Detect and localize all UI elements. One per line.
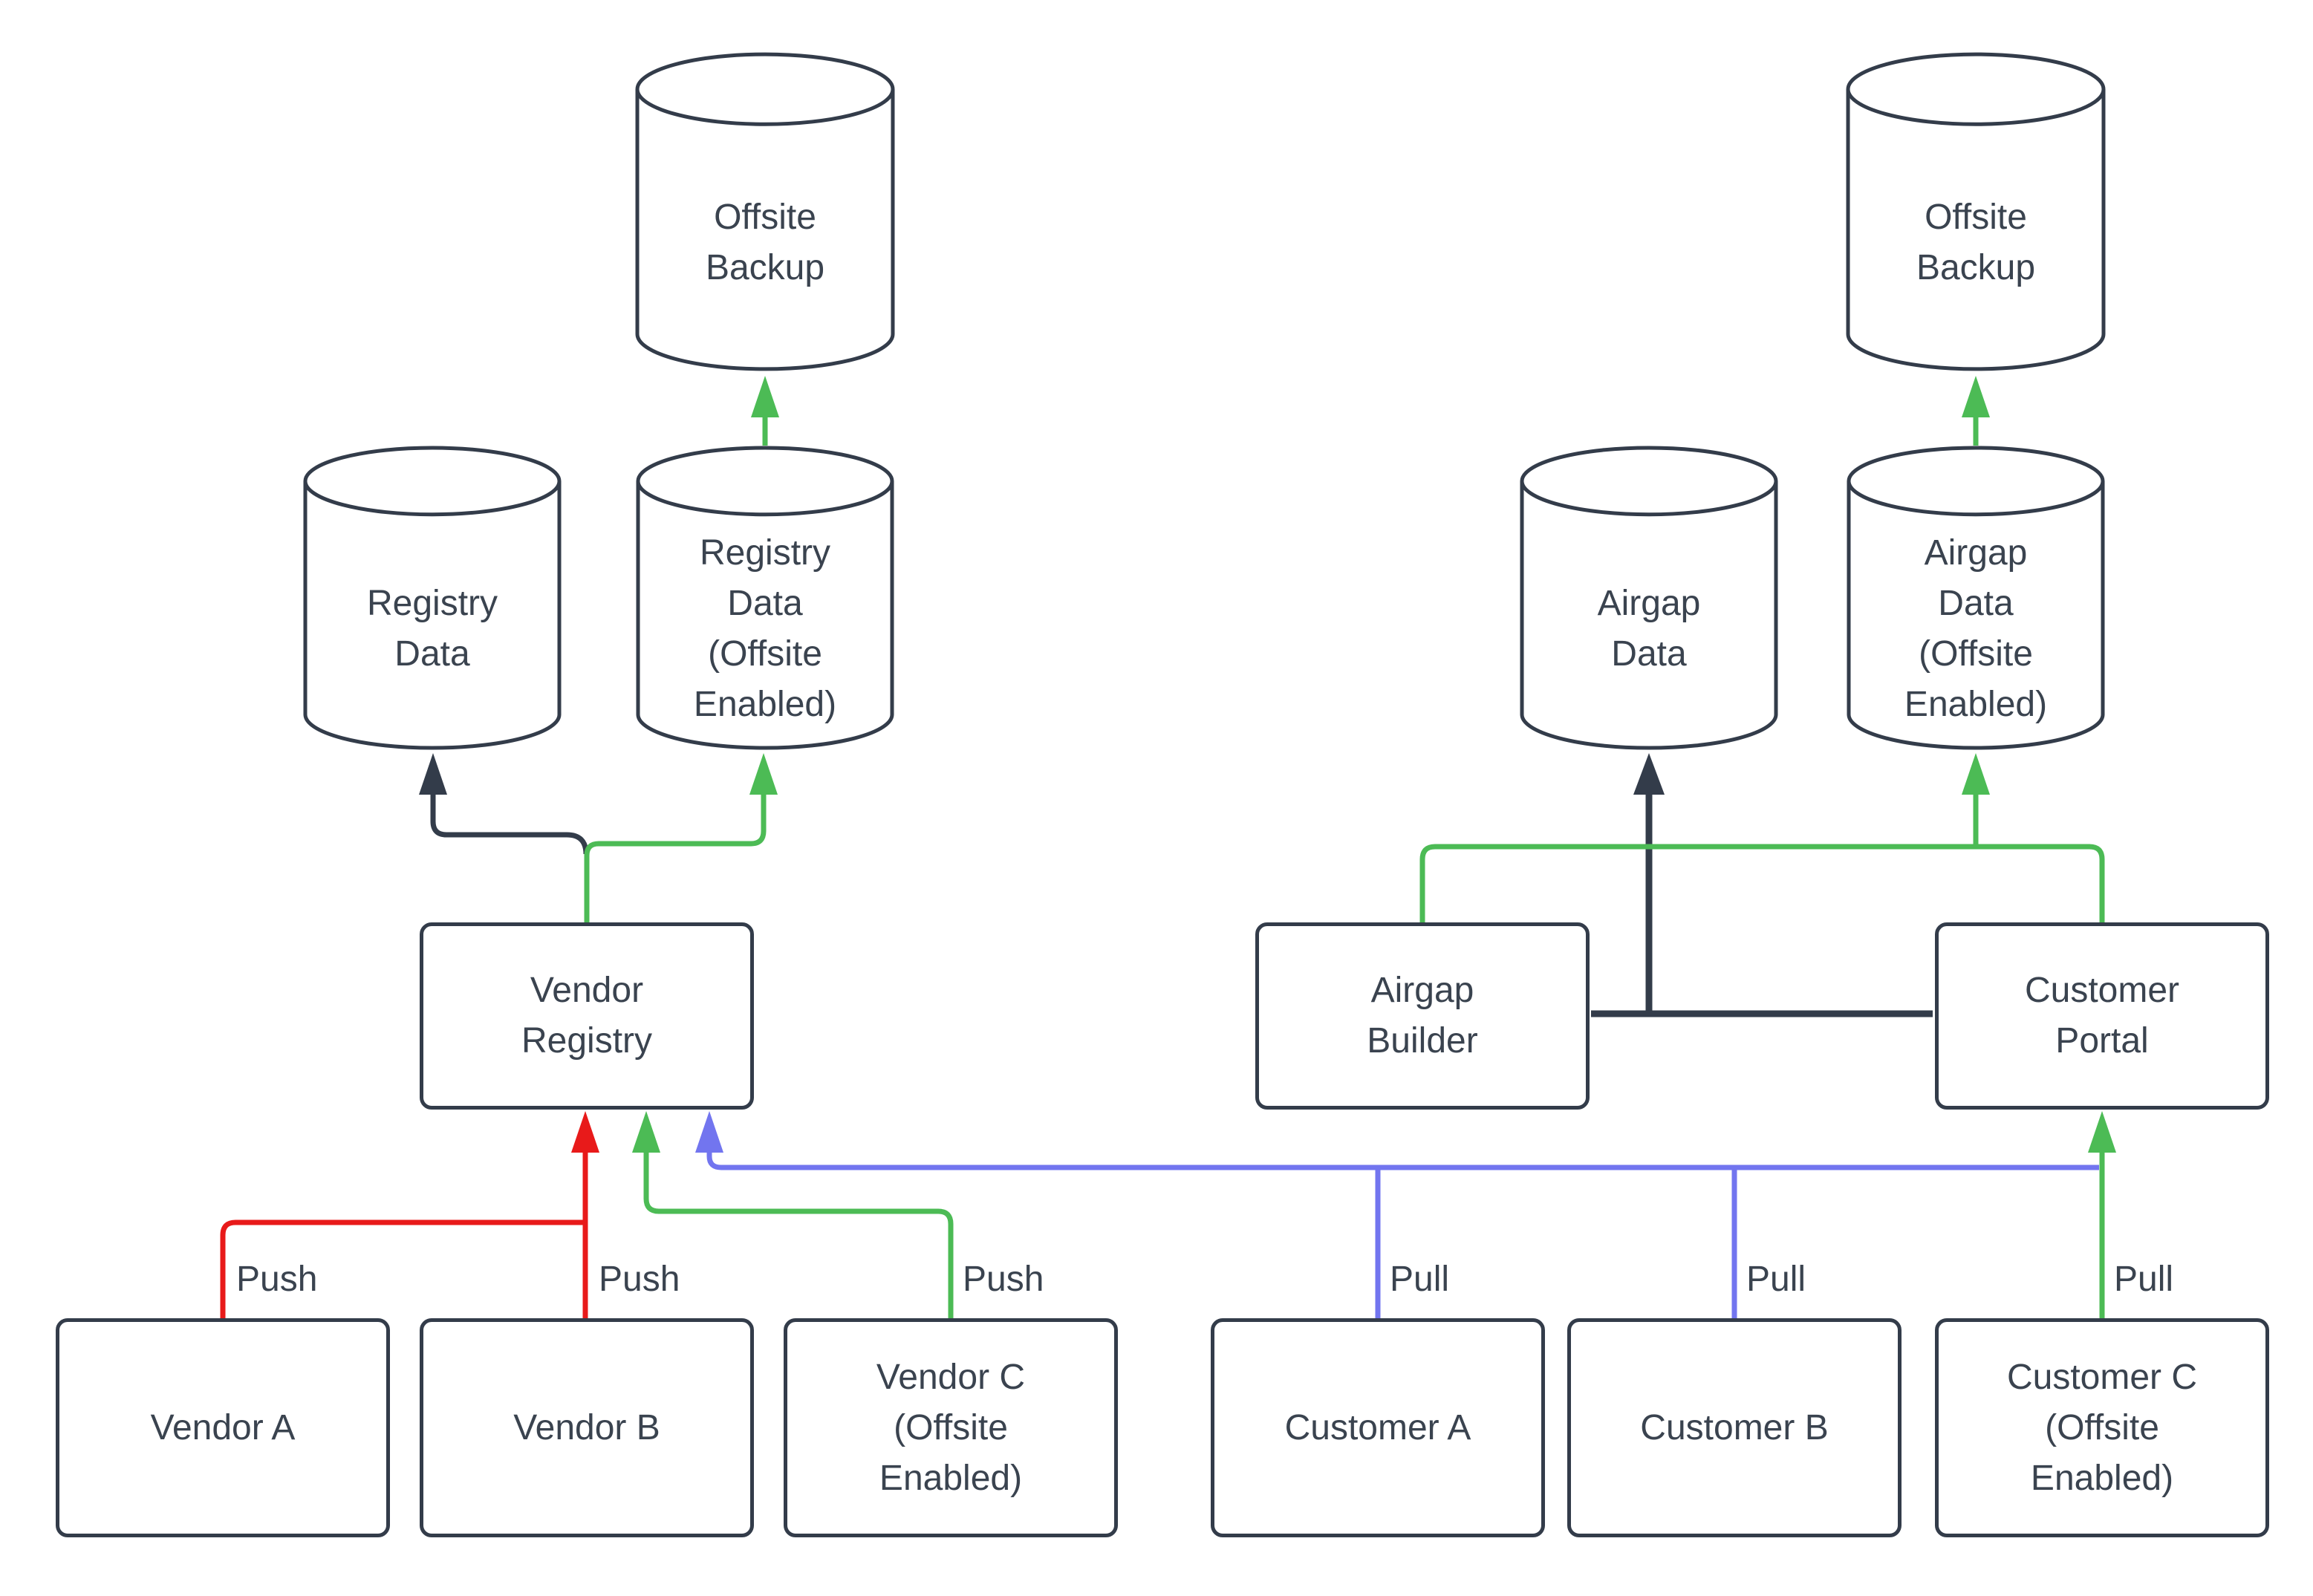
cylinder-label: Airgap Data — [1597, 584, 1701, 674]
edge-portal-builder-line — [1419, 844, 2105, 924]
box-vendor-a: Vendor A — [56, 1318, 390, 1537]
edge-vendor-c-push-line — [643, 1153, 954, 1320]
box-vendor-c: Vendor C (Offsite Enabled) — [784, 1318, 1118, 1537]
box-label: Airgap Builder — [1367, 971, 1478, 1061]
edge-label-push-vendor-b: Push — [599, 1260, 680, 1299]
edge-registry-offsite-line — [584, 795, 767, 924]
edge-registry-offsite-arrowhead — [749, 753, 778, 795]
database-icon — [303, 446, 562, 750]
cylinder-label: Offsite Backup — [1916, 198, 2036, 287]
cylinder-airgap-data: Airgap Data — [1520, 446, 1778, 750]
box-airgap-builder: Airgap Builder — [1255, 922, 1590, 1110]
cylinder-label: Airgap Data (Offsite Enabled) — [1904, 533, 2048, 724]
cylinder-offsite-backup-left: Offsite Backup — [635, 52, 895, 371]
edge-offsite-backup-left-arrowhead — [751, 376, 779, 417]
box-customer-c: Customer C (Offsite Enabled) — [1935, 1318, 2269, 1537]
edge-vendor-push-arrowhead — [571, 1111, 599, 1153]
box-label: Customer B — [1640, 1407, 1829, 1447]
box-customer-portal: Customer Portal — [1935, 922, 2269, 1110]
box-label: Vendor C (Offsite Enabled) — [876, 1357, 1026, 1498]
edge-airgap-data-arrowhead — [1633, 753, 1665, 795]
edge-customer-pull-line — [706, 1153, 2099, 1170]
cylinder-registry-data-offsite: Registry Data (Offsite Enabled) — [636, 446, 894, 750]
box-label: Vendor A — [150, 1407, 296, 1447]
cylinder-label: Registry Data (Offsite Enabled) — [693, 533, 837, 724]
edge-label-pull-customer-c: Pull — [2114, 1260, 2174, 1299]
box-label: Vendor B — [513, 1407, 660, 1447]
edge-airgap-offsite-arrowhead — [1962, 753, 1990, 795]
cylinder-label: Registry Data — [366, 584, 498, 674]
edge-registry-data-arrowhead — [419, 753, 447, 795]
edge-label-push-vendor-c: Push — [963, 1260, 1044, 1299]
edge-vendor-a-push-line — [220, 1219, 585, 1320]
cylinder-offsite-backup-right: Offsite Backup — [1846, 52, 2106, 371]
box-vendor-registry: Vendor Registry — [420, 922, 754, 1110]
edge-label-pull-customer-a: Pull — [1390, 1260, 1450, 1299]
edge-customer-c-pull-arrowhead — [2088, 1111, 2116, 1153]
cylinder-airgap-data-offsite: Airgap Data (Offsite Enabled) — [1847, 446, 2105, 750]
database-icon — [636, 446, 894, 750]
box-customer-a: Customer A — [1211, 1318, 1545, 1537]
edge-label-pull-customer-b: Pull — [1746, 1260, 1806, 1299]
edge-registry-data-line — [430, 795, 589, 855]
box-label: Customer Portal — [2024, 971, 2180, 1061]
edge-offsite-backup-right-arrowhead — [1962, 376, 1990, 417]
database-icon — [1847, 446, 2105, 750]
box-label: Customer C (Offsite Enabled) — [2006, 1357, 2198, 1498]
cylinder-label: Offsite Backup — [705, 198, 825, 287]
box-label: Customer A — [1284, 1407, 1471, 1447]
box-vendor-b: Vendor B — [420, 1318, 754, 1537]
edge-vendor-c-push-arrowhead — [632, 1111, 660, 1153]
database-icon — [1846, 52, 2106, 371]
edge-label-push-vendor-a: Push — [236, 1260, 318, 1299]
box-customer-b: Customer B — [1567, 1318, 1902, 1537]
database-icon — [1520, 446, 1778, 750]
box-label: Vendor Registry — [521, 971, 653, 1061]
database-icon — [635, 52, 895, 371]
cylinder-registry-data: Registry Data — [303, 446, 562, 750]
edge-customer-pull-arrowhead — [695, 1111, 723, 1153]
